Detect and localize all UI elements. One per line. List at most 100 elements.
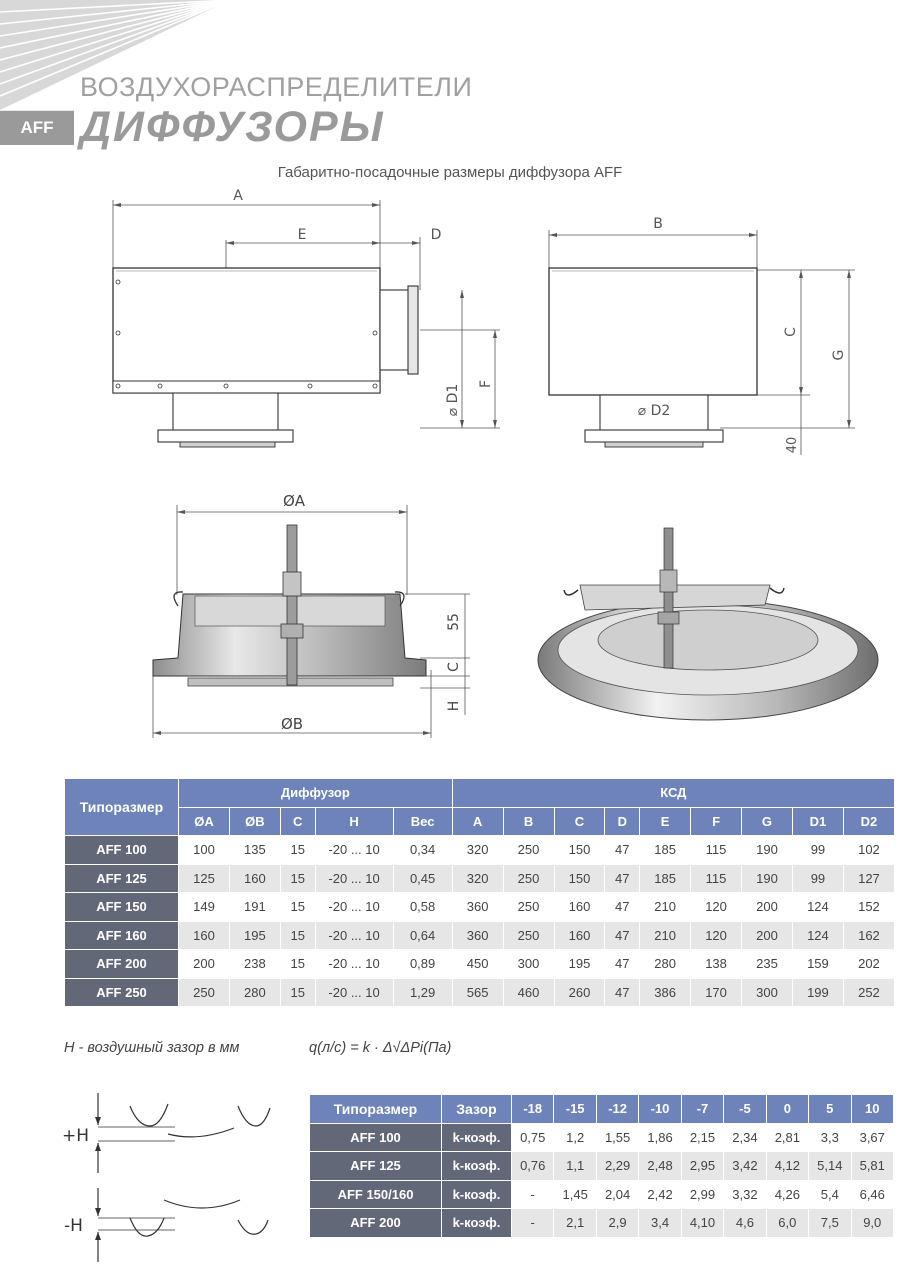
table-cell: 199 xyxy=(791,977,844,1007)
table-cell: 125 xyxy=(178,863,230,893)
table-cell: 2,1 xyxy=(553,1208,597,1238)
table-cell: 138 xyxy=(690,949,743,979)
row-size-label: AFF 200 xyxy=(64,949,179,979)
table-cell: 1,55 xyxy=(595,1122,640,1152)
table-cell: 47 xyxy=(604,949,641,979)
table-cell: 160 xyxy=(553,920,606,950)
table-cell: 250 xyxy=(502,892,555,922)
gap-value-header: -18 xyxy=(510,1094,555,1124)
table-cell: 360 xyxy=(451,892,504,922)
table-cell: 2,29 xyxy=(595,1151,640,1181)
table-cell: 2,81 xyxy=(765,1122,810,1152)
table-cell: 210 xyxy=(639,892,692,922)
table-cell: 195 xyxy=(228,920,281,950)
column-header: A xyxy=(451,806,504,836)
size-column-header: Типоразмер xyxy=(64,778,179,836)
dim-OB-label: ØB xyxy=(281,715,303,733)
column-header: B xyxy=(502,806,555,836)
table-cell: 210 xyxy=(639,920,692,950)
table-cell: 152 xyxy=(842,892,896,922)
dim-B-label: B xyxy=(653,216,663,232)
table-cell: 2,34 xyxy=(723,1122,767,1152)
dim-D1-label: ⌀ D1 xyxy=(445,384,461,417)
dim-E-label: E xyxy=(298,227,307,243)
table-cell: 200 xyxy=(741,920,793,950)
gap-value-header: -10 xyxy=(638,1094,682,1124)
dim-H-section-label: H xyxy=(446,701,462,712)
table-cell: 235 xyxy=(741,949,793,979)
table-cell: 0,45 xyxy=(392,863,453,893)
table-cell: -20 ... 10 xyxy=(314,863,394,893)
table-cell: 15 xyxy=(279,920,316,950)
table-cell: 5,81 xyxy=(850,1151,894,1181)
table-cell: 252 xyxy=(842,977,896,1007)
table-cell: 190 xyxy=(741,835,793,865)
column-header: ØB xyxy=(228,806,281,836)
column-header: D xyxy=(604,806,641,836)
gap-value-header: -12 xyxy=(595,1094,640,1124)
table-cell: 1,86 xyxy=(638,1122,682,1152)
column-header: H xyxy=(314,806,394,836)
table-cell: 4,10 xyxy=(680,1208,725,1238)
side-view-drawing: A E D ⌀ D1 F xyxy=(112,188,500,448)
table-cell: 150 xyxy=(553,835,606,865)
table-cell: 5,4 xyxy=(808,1179,852,1209)
table-cell: 150 xyxy=(553,863,606,893)
table-cell: - xyxy=(510,1208,555,1238)
table-cell: 300 xyxy=(741,977,793,1007)
table-cell: 250 xyxy=(502,863,555,893)
column-header: C xyxy=(553,806,606,836)
table-cell: 160 xyxy=(178,920,230,950)
table-cell: 0,34 xyxy=(392,835,453,865)
table-cell: 0,76 xyxy=(510,1151,555,1181)
diffuser-3d-render xyxy=(537,527,879,721)
dim-D2-label: ⌀ D2 xyxy=(638,403,671,419)
table-cell: 386 xyxy=(639,977,692,1007)
column-header: Вес xyxy=(392,806,453,836)
table-cell: 47 xyxy=(604,892,641,922)
table-cell: 102 xyxy=(842,835,896,865)
gap-value-header: 5 xyxy=(808,1094,852,1124)
row-size-label: AFF 250 xyxy=(64,977,179,1007)
table-cell: 320 xyxy=(451,835,504,865)
front-view-drawing: B C G ⌀ D2 40 xyxy=(548,216,855,455)
column-header: E xyxy=(639,806,692,836)
table-cell: -20 ... 10 xyxy=(314,949,394,979)
table-cell: 250 xyxy=(502,920,555,950)
table-cell: 9,0 xyxy=(850,1208,894,1238)
row-size-label: AFF 200 xyxy=(309,1208,442,1238)
gap-value-header: -15 xyxy=(553,1094,597,1124)
size-column-header-2: Типоразмер xyxy=(309,1094,442,1124)
k-coefficient-label: k-коэф. xyxy=(441,1122,512,1152)
flow-formula: q(л/с) = k · Δ√ΔPi(Па) xyxy=(309,1040,452,1056)
table-cell: 0,89 xyxy=(392,949,453,979)
table-cell: 250 xyxy=(178,977,230,1007)
table-cell: 190 xyxy=(741,863,793,893)
dim-F-label: F xyxy=(478,380,494,388)
table-cell: 191 xyxy=(228,892,281,922)
drawing-subtitle: Габаритно-посадочные размеры диффузора A… xyxy=(277,164,623,181)
table-cell: 3,4 xyxy=(638,1208,682,1238)
table-cell: -20 ... 10 xyxy=(314,977,394,1007)
gap-sketch: +H -H xyxy=(62,1093,271,1262)
product-badge: AFF xyxy=(0,111,74,145)
column-header: D2 xyxy=(842,806,896,836)
table-cell: 2,9 xyxy=(595,1208,640,1238)
dim-G-label: G xyxy=(831,350,847,361)
gap-note: H - воздушный зазор в мм xyxy=(64,1040,240,1056)
table-cell: 200 xyxy=(741,892,793,922)
row-size-label: AFF 150/160 xyxy=(309,1179,442,1209)
k-coefficient-label: k-коэф. xyxy=(441,1208,512,1238)
table-cell: 3,32 xyxy=(723,1179,767,1209)
table-cell: 127 xyxy=(842,863,896,893)
table-cell: 7,5 xyxy=(808,1208,852,1238)
table-cell: 3,3 xyxy=(808,1122,852,1152)
table-cell: 15 xyxy=(279,835,316,865)
gap-value-header: 10 xyxy=(850,1094,894,1124)
